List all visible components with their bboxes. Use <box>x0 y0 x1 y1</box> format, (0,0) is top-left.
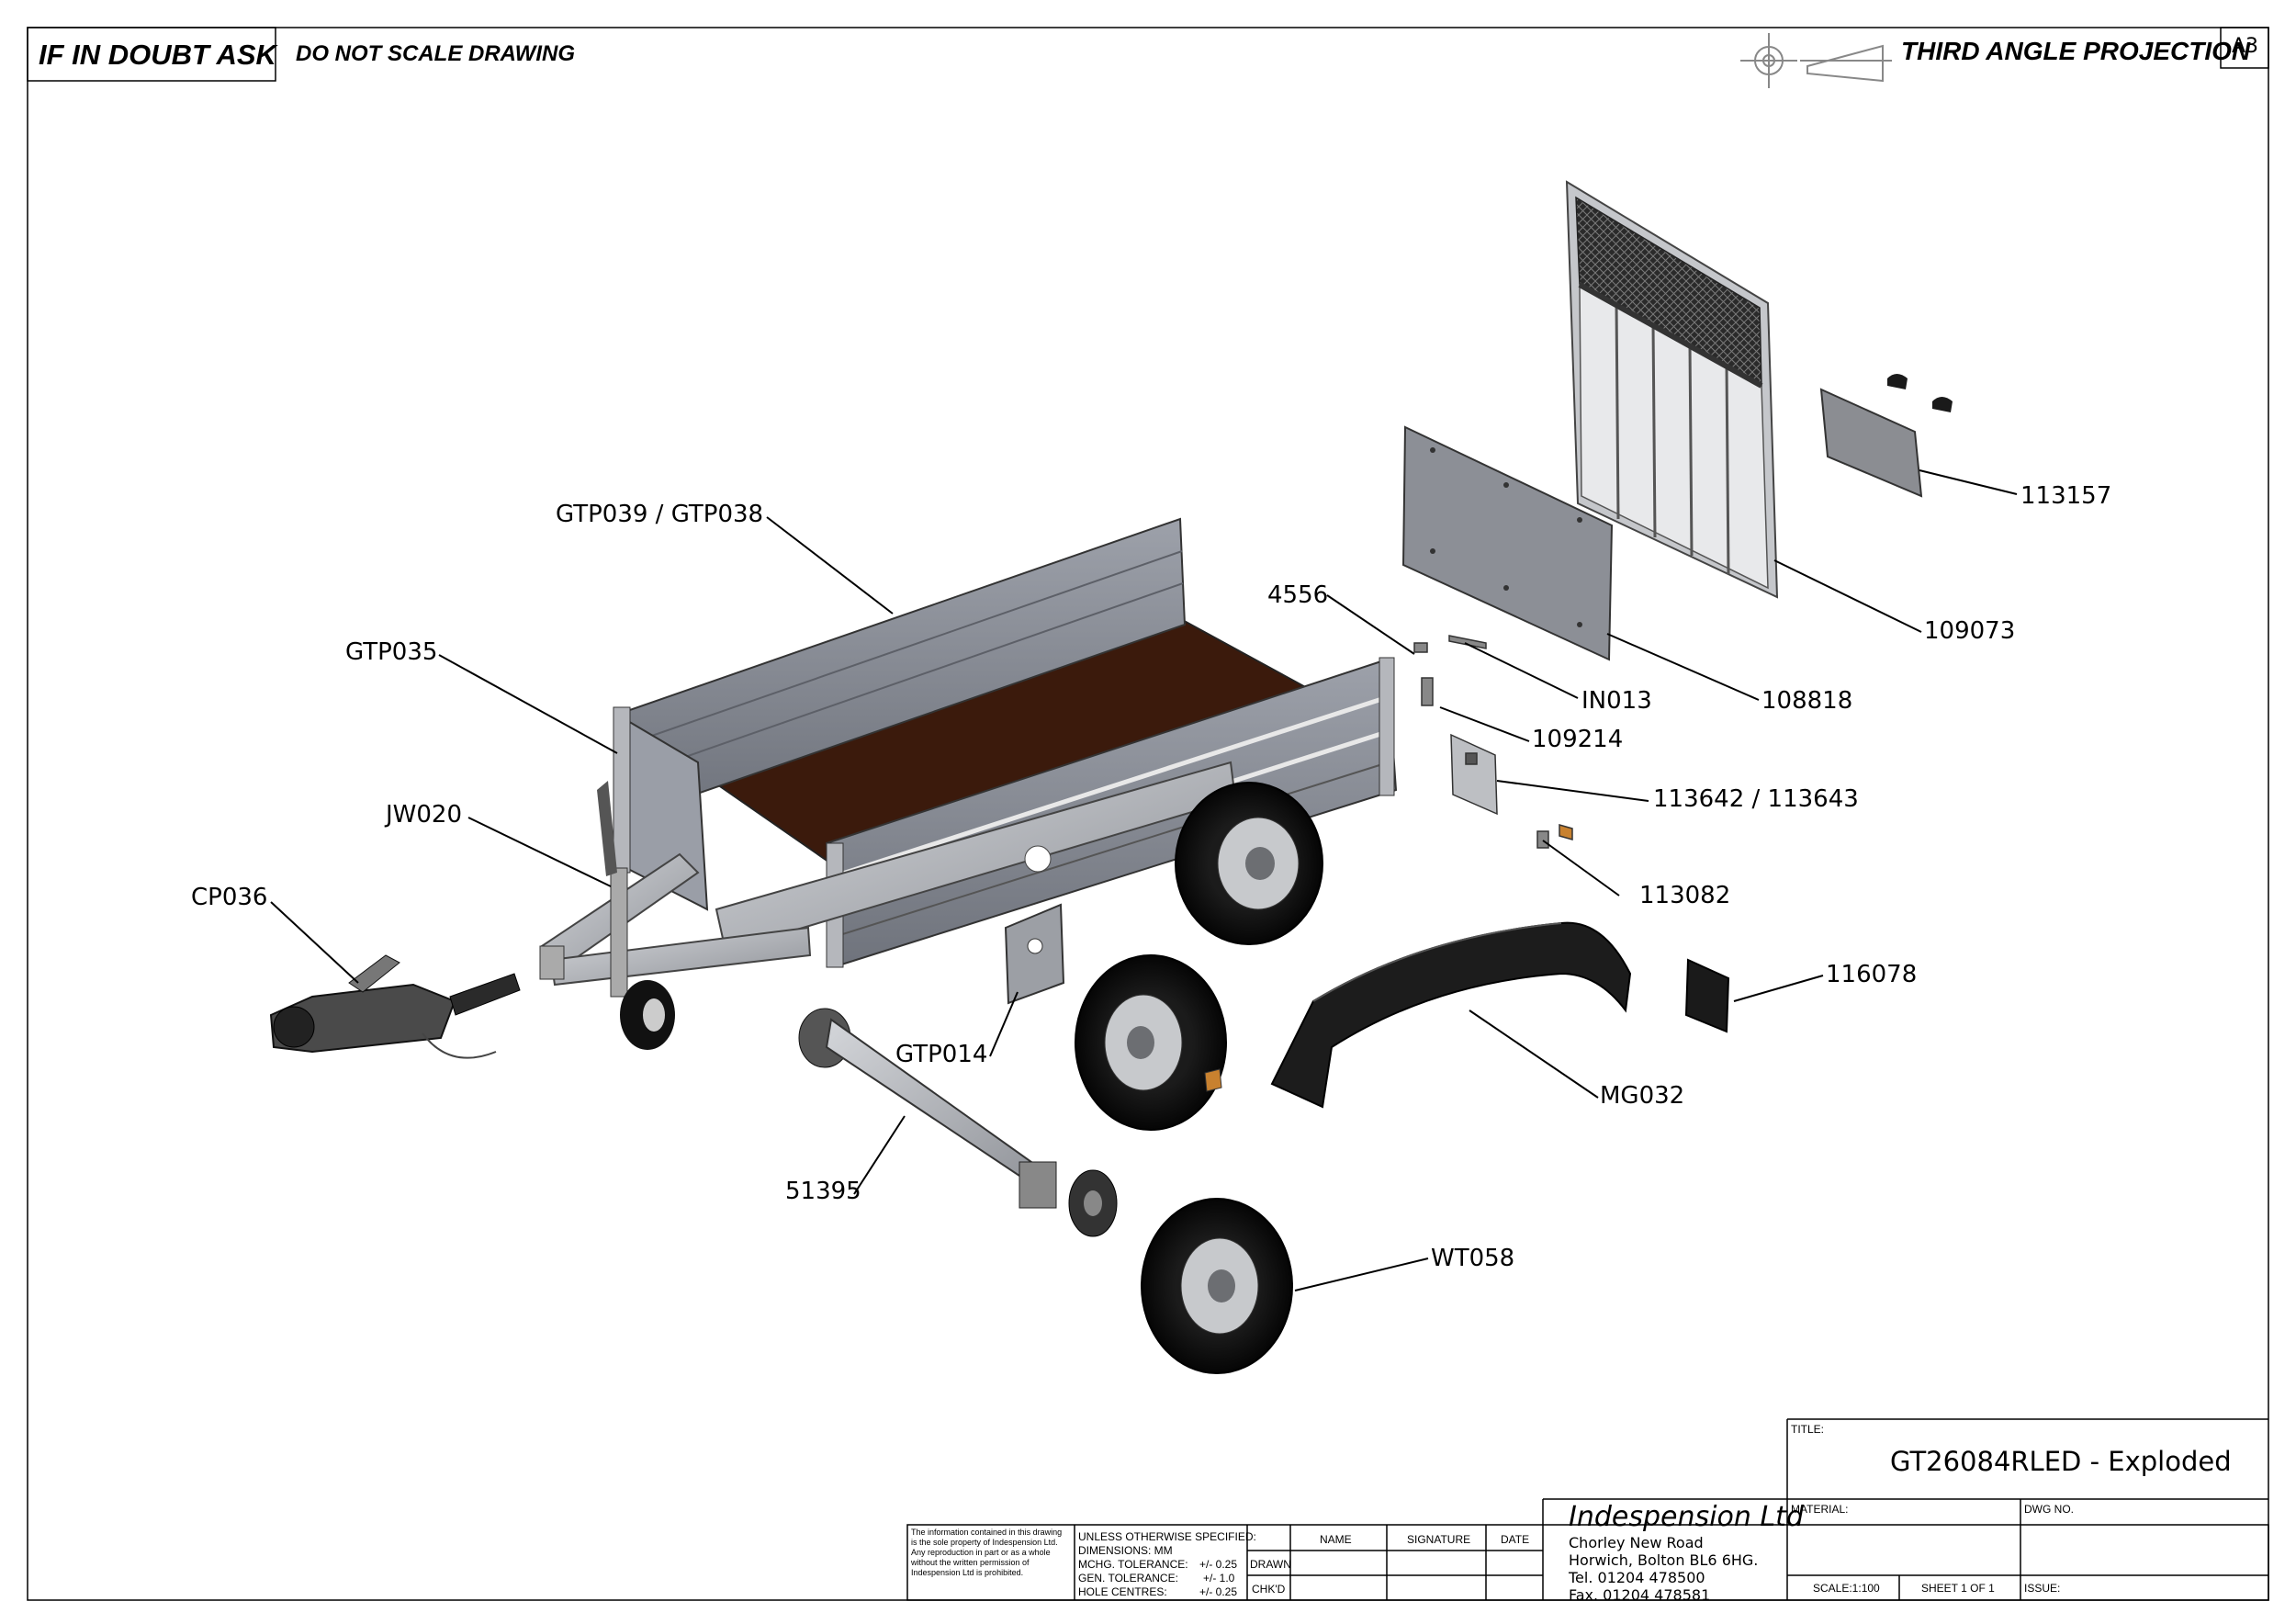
drawn-label: DRAWN <box>1250 1558 1291 1571</box>
jockey-wheel <box>597 781 675 1050</box>
wheel-lower <box>1141 1198 1293 1374</box>
hole-centres-value: +/- 0.25 <box>1199 1585 1238 1598</box>
scale-label: SCALE:1:100 <box>1813 1582 1880 1595</box>
callout-4556: 4556 <box>1267 581 1329 609</box>
callout-gtp014: GTP014 <box>895 1041 988 1068</box>
trailer-body <box>613 517 1398 968</box>
callout-gtp039: GTP039 / GTP038 <box>556 501 764 528</box>
ramp-gate <box>1565 180 1779 599</box>
wing-bracket <box>1004 903 1065 1005</box>
title-label: TITLE: <box>1791 1423 1825 1436</box>
address-line-1: Chorley New Road <box>1569 1534 1704 1551</box>
date-column: DATE <box>1501 1533 1530 1546</box>
address-line-3: Tel. 01204 478500 <box>1569 1569 1705 1586</box>
mchg-tolerance-value: +/- 0.25 <box>1199 1558 1238 1571</box>
number-plate-bracket <box>1819 374 1953 498</box>
mchg-tolerance-label: MCHG. TOLERANCE: <box>1078 1558 1188 1571</box>
callout-113642: 113642 / 113643 <box>1653 785 1859 813</box>
gen-tolerance-label: GEN. TOLERANCE: <box>1078 1572 1178 1585</box>
mudguard <box>1270 921 1632 1109</box>
address-line-4: Fax. 01204 478581 <box>1569 1586 1711 1604</box>
name-column: NAME <box>1320 1533 1352 1546</box>
tail-board <box>1401 425 1614 661</box>
signature-column: SIGNATURE <box>1407 1533 1471 1546</box>
drawing-title: GT26084RLED - Exploded <box>1890 1446 2232 1477</box>
hole-centres-label: HOLE CENTRES: <box>1078 1585 1167 1598</box>
issue-label: ISSUE: <box>2024 1582 2061 1595</box>
chkd-label: CHK'D <box>1252 1583 1286 1596</box>
projection-label: THIRD ANGLE PROJECTION <box>1901 37 2251 65</box>
if-in-doubt-label: IF IN DOUBT ASK <box>39 39 276 71</box>
wheel-mounted <box>1175 782 1323 945</box>
coupling-head <box>269 954 521 1059</box>
callout-mg032: MG032 <box>1600 1082 1685 1110</box>
callout-113082: 113082 <box>1639 882 1731 909</box>
rear-lamp <box>1684 958 1730 1033</box>
callout-113157: 113157 <box>2020 482 2112 510</box>
axle <box>798 1008 1118 1237</box>
address-line-2: Horwich, Bolton BL6 6HG. <box>1569 1551 1759 1569</box>
amber-reflector <box>1204 1068 1222 1092</box>
callout-gtp035: GTP035 <box>345 638 438 666</box>
gen-tolerance-value: +/- 1.0 <box>1203 1572 1235 1585</box>
callout-116078: 116078 <box>1826 961 1918 988</box>
title-block-grid <box>906 1418 2269 1601</box>
callout-wt058: WT058 <box>1431 1245 1515 1272</box>
callout-108818: 108818 <box>1761 687 1853 715</box>
sheet-label: SHEET 1 OF 1 <box>1921 1582 1995 1595</box>
callout-109073: 109073 <box>1924 617 2016 645</box>
sheet-size-label: A3 <box>2232 35 2259 58</box>
callout-jw020: JW020 <box>386 801 463 829</box>
dwg-no-label: DWG NO. <box>2024 1503 2074 1516</box>
callout-cp036: CP036 <box>191 884 268 911</box>
callout-109214: 109214 <box>1532 726 1624 753</box>
callout-51395: 51395 <box>785 1178 861 1205</box>
wheel-upper <box>1075 954 1227 1131</box>
material-label: MATERIAL: <box>1791 1503 1849 1516</box>
company-name: Indespension Ltd <box>1569 1501 1804 1533</box>
small-parts <box>1413 635 1573 849</box>
dimensions-unit: DIMENSIONS: MM <box>1078 1544 1173 1557</box>
doubt-box <box>27 27 276 82</box>
unless-specified: UNLESS OTHERWISE SPECIFIED: <box>1078 1530 1256 1543</box>
projection-symbol <box>1740 33 1892 88</box>
callout-in013: IN013 <box>1581 687 1652 715</box>
sheet-size-box <box>2220 27 2269 69</box>
disclaimer-text: The information contained in this drawin… <box>911 1528 1063 1577</box>
do-not-scale-label: DO NOT SCALE DRAWING <box>296 41 575 66</box>
leader-lines <box>270 469 2018 1291</box>
